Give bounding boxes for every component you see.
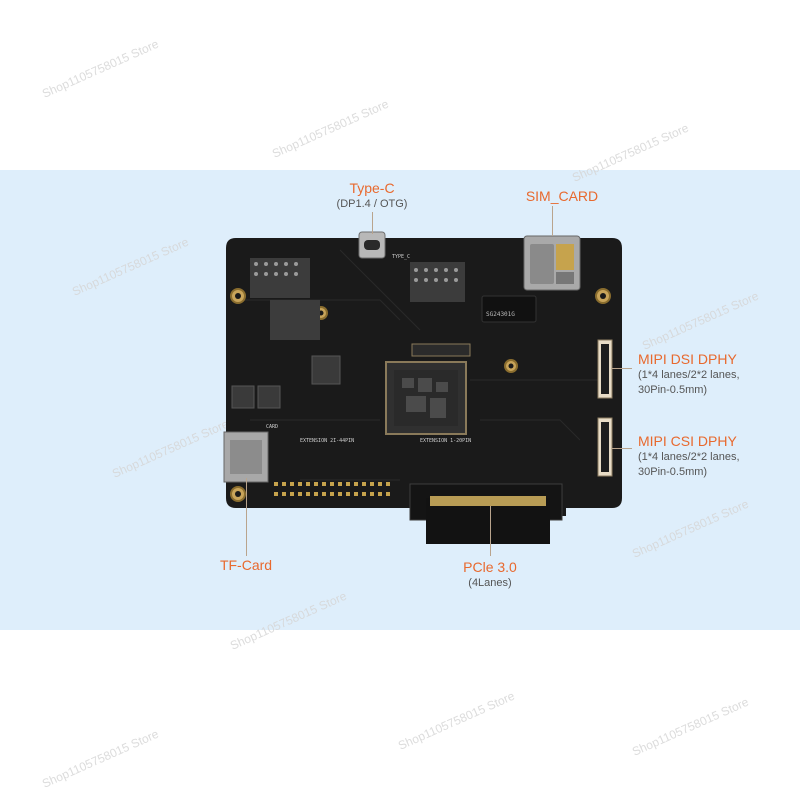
leader-line [246,478,247,556]
svg-text:CARD: CARD [266,424,278,430]
pcie-subtitle: (4Lanes) [468,577,512,589]
leader-line [490,506,491,556]
mipi-dsi-title: MIPI DSI DPHY [638,351,737,367]
pcie-slot [409,483,563,544]
pcie-label: PCle 3.0 (4Lanes) [440,559,540,590]
eeprom-chip [481,295,537,323]
leader-line [612,448,632,449]
mipi-csi-line2: 30Pin-0.5mm) [638,466,708,478]
inductor [311,355,341,385]
tf-card-label: TF-Card [196,557,296,574]
mipi-dsi-line1: (1*4 lanes/2*2 lanes, [638,369,740,381]
fpc-connector [411,343,471,357]
type-c-subtitle: (DP1.4 / OTG) [336,198,408,210]
svg-text:EXTENSION 1-20PIN: EXTENSION 1-20PIN [420,438,471,444]
inductor [231,385,255,409]
svg-text:SG24301G: SG24301G [486,311,515,318]
mipi-dsi-line2: 30Pin-0.5mm) [638,384,708,396]
type-c-title: Type-C [349,180,395,196]
leader-line [552,206,553,236]
mipi-csi-line1: (1*4 lanes/2*2 lanes, [638,451,740,463]
inductor [257,385,281,409]
leader-line [372,212,373,234]
pcie-title: PCle 3.0 [463,559,517,575]
svg-text:TYPE_C: TYPE_C [392,254,410,260]
mipi-dsi-label: MIPI DSI DPHY (1*4 lanes/2*2 lanes, 30Pi… [638,351,788,398]
mipi-csi-title: MIPI CSI DPHY [638,433,737,449]
tf-card-title: TF-Card [219,557,273,573]
mipi-csi-label: MIPI CSI DPHY (1*4 lanes/2*2 lanes, 30Pi… [638,433,788,480]
svg-text:EXTENSION 2I-44PIN: EXTENSION 2I-44PIN [300,438,354,444]
sim-card-title: SIM_CARD [525,188,599,204]
leader-line [612,368,632,369]
type-c-label: Type-C (DP1.4 / OTG) [322,180,422,211]
sim-card-label: SIM_CARD [512,188,612,205]
